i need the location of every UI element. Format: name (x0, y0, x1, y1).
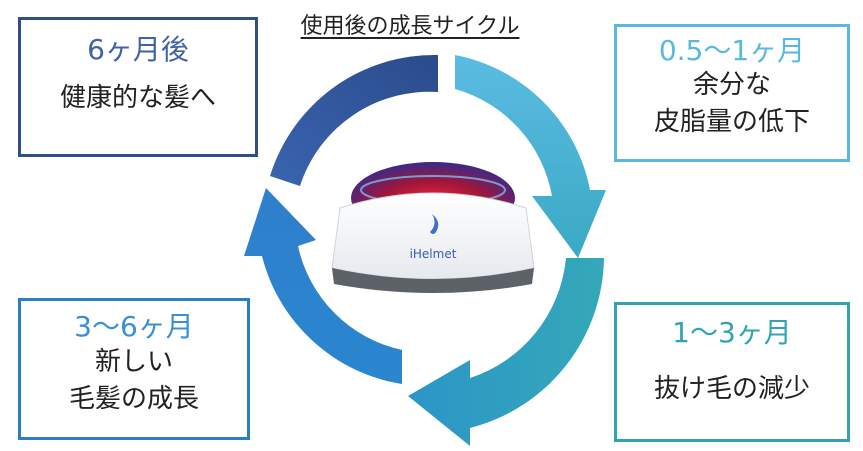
stage-effect-line: 皮脂量の低下 (653, 106, 810, 137)
stage-effect-line: 抜け毛の減少 (653, 374, 810, 405)
flame-logo-icon (430, 214, 439, 234)
stage-period: 0.5〜1ヶ月 (658, 34, 806, 67)
device-brand-label: iHelmet (410, 247, 457, 261)
stage-effect-line: 新しい (94, 347, 173, 378)
arrow-segment-to-3months (408, 258, 604, 446)
ihelmet-device-image: iHelmet (331, 162, 535, 293)
arrow-segment-to-1month (455, 55, 606, 258)
stage-period: 1〜3ヶ月 (672, 316, 792, 349)
diagram-title: 使用後の成長サイクル (300, 14, 520, 39)
stage-period: 3〜6ヶ月 (74, 310, 194, 343)
stage-effect-line: 毛髪の成長 (68, 384, 199, 415)
arrow-segment-to-6months (244, 188, 402, 384)
stage-effect-line: 健康的な髪へ (59, 83, 216, 114)
stage-period: 6ヶ月後 (87, 33, 189, 66)
stage-6months-box: 6ヶ月後 健康的な髪へ (18, 17, 258, 157)
stage-effect-line: 余分な (692, 70, 771, 101)
stage-1month-box: 0.5〜1ヶ月 余分な 皮脂量の低下 (614, 24, 850, 162)
stage-3months-box: 1〜3ヶ月 抜け毛の減少 (614, 302, 850, 442)
stage-3to6months-box: 3〜6ヶ月 新しい 毛髪の成長 (18, 298, 250, 440)
arrow-segment-to-healthy (270, 54, 438, 187)
